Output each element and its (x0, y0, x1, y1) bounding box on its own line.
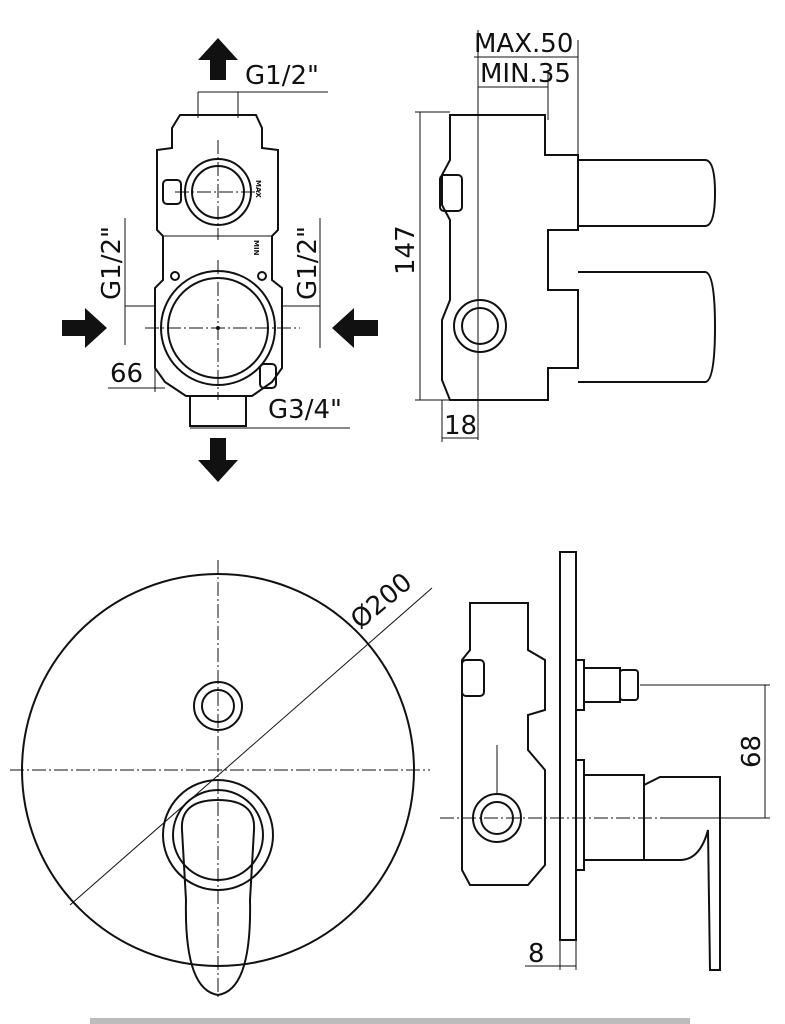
cover-plate-side (559, 551, 577, 941)
bottom-divider (90, 1018, 690, 1024)
plate-front-view: Ø200 (10, 560, 433, 1000)
max-mark: MAX (254, 180, 262, 198)
inlet-right-arrow (332, 308, 378, 348)
diverter-knob-outer (193, 681, 243, 731)
diverter-stem (583, 667, 621, 703)
valve-side-view: MAX.50 MIN.35 147 18 (391, 29, 717, 442)
min-mark: MIN (252, 240, 260, 256)
inlet-right-label: G1/2" (293, 226, 323, 300)
cartridge-upper (578, 159, 717, 227)
outlet-up-arrow (198, 38, 238, 80)
knob-offset-dimension: 68 (737, 735, 767, 768)
height-dimension: 147 (391, 225, 421, 275)
lever-handle (180, 798, 256, 997)
outlet-down-arrow (198, 438, 238, 482)
diverter-knob-inner (201, 689, 235, 723)
diverter-knob-side (619, 669, 639, 701)
lever-base-outer (162, 779, 274, 891)
plate-thickness-dimension: 8 (528, 939, 545, 969)
diameter-label: Ø200 (345, 567, 418, 635)
cartridge-lower (578, 271, 717, 383)
side-valve-body (461, 602, 546, 886)
plate-side-view: 68 8 (440, 551, 770, 971)
inlet-left-arrow (62, 308, 107, 348)
side-body-outline (441, 114, 579, 401)
lever-handle-side (643, 776, 721, 971)
inlet-left-label: G1/2" (97, 226, 127, 300)
valve-body-outline (154, 114, 283, 397)
outlet-top-label: G1/2" (245, 61, 319, 91)
valve-front-view: G1/2" MAX MIN G1/2" G1/2" 66 G3 (62, 38, 378, 482)
min-depth-label: MIN.35 (480, 59, 571, 89)
wall-depth-dimension: 18 (444, 411, 477, 441)
spacing-dimension: 66 (110, 359, 143, 389)
outlet-bottom-label: G3/4" (268, 395, 342, 425)
max-depth-label: MAX.50 (474, 29, 573, 59)
